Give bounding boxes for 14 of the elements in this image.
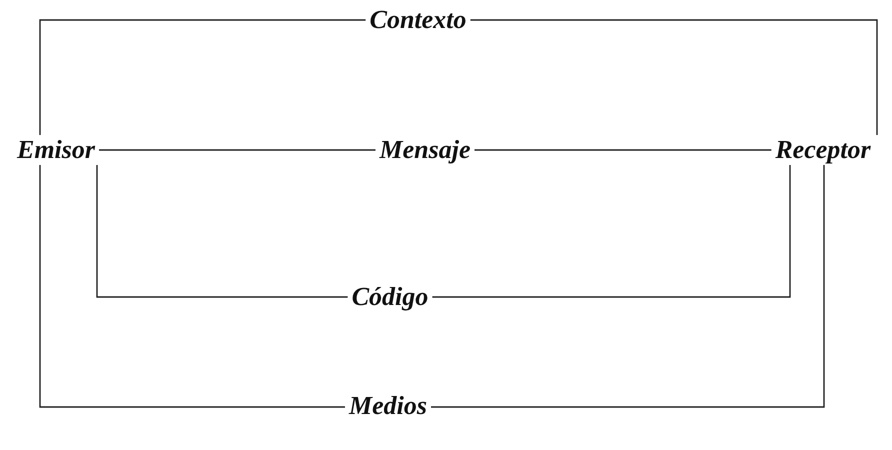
connector-line xyxy=(39,19,366,135)
connector-line xyxy=(99,149,376,151)
connector-line xyxy=(470,19,878,135)
connector-line xyxy=(474,149,772,151)
connector-line xyxy=(96,165,348,298)
connector-line xyxy=(432,165,791,298)
connector-line xyxy=(431,165,825,408)
connector-line xyxy=(39,165,345,408)
concept-label: Contexto xyxy=(366,5,470,35)
concept-label: Medios xyxy=(345,391,431,421)
concept-label: Código xyxy=(348,282,432,312)
concept-label: Emisor xyxy=(12,135,100,165)
concept-label: Mensaje xyxy=(376,135,474,165)
concept-label: Receptor xyxy=(771,135,875,165)
